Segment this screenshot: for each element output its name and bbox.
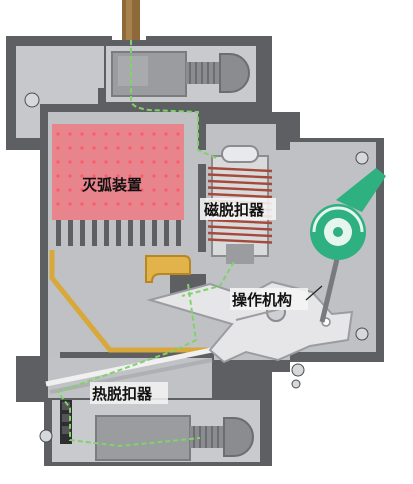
arc-dot (128, 132, 132, 136)
arc-dot (128, 188, 132, 192)
arc-dot (176, 188, 180, 192)
handle-lever (336, 168, 386, 212)
arc-dot (116, 132, 120, 136)
coil-turn (207, 218, 273, 225)
arc-dot (104, 202, 108, 206)
arc-dot (80, 202, 84, 206)
fixed-contact (145, 255, 191, 283)
main-conductor (49, 250, 208, 353)
top-cavity (16, 46, 104, 138)
arc-dot (116, 202, 120, 206)
arc-dot (104, 146, 108, 150)
arc-dot (176, 160, 180, 164)
arc-chute-dots (56, 132, 180, 206)
arc-dot (104, 188, 108, 192)
arc-dot (128, 174, 132, 178)
arc-dot (164, 160, 168, 164)
bottom-terminal-block (95, 415, 191, 461)
arc-dot (68, 174, 72, 178)
mechanism-pointer (305, 285, 323, 301)
arc-dot (80, 132, 84, 136)
arc-dot (164, 202, 168, 206)
arc-dot (176, 132, 180, 136)
arc-dot (152, 174, 156, 178)
arc-dot (140, 174, 144, 178)
mounting-holes (24, 92, 369, 443)
arc-dot (68, 202, 72, 206)
arc-dot (92, 202, 96, 206)
bottom-screw-head (223, 417, 254, 457)
arc-dot (116, 188, 120, 192)
arc-dot (92, 188, 96, 192)
arc-dot (92, 160, 96, 164)
coil-turn (207, 166, 273, 173)
label-arc-chute: 灭弧装置 (81, 176, 142, 194)
arc-dot (152, 146, 156, 150)
arc-dot (164, 132, 168, 136)
arc-dot (176, 202, 180, 206)
arc-dot (140, 202, 144, 206)
label-operating-mechanism: 操作机构 (232, 291, 292, 309)
arc-dot (104, 160, 108, 164)
arc-chute (52, 124, 184, 220)
arc-dot (80, 188, 84, 192)
coil-turn (207, 173, 273, 179)
arc-dot (176, 174, 180, 178)
arc-dot (56, 174, 60, 178)
arc-dot (176, 146, 180, 150)
arc-dot (56, 188, 60, 192)
arc-dot (140, 188, 144, 192)
coil-turn (207, 225, 273, 231)
arc-dot (56, 132, 60, 136)
arc-dot (92, 146, 96, 150)
arc-dot (140, 146, 144, 150)
arc-chute-plates (56, 220, 181, 246)
label-thermal-trip: 热脱扣器 (92, 385, 153, 403)
coil-turn (207, 231, 273, 238)
arc-dot (68, 132, 72, 136)
arc-dot (128, 202, 132, 206)
label-magnetic-trip: 磁脱扣器 (204, 201, 265, 219)
arc-dot (128, 160, 132, 164)
coil-turn (207, 238, 273, 244)
arc-dot (56, 146, 60, 150)
arc-dot (164, 188, 168, 192)
coil-turn (207, 192, 273, 199)
arc-dot (164, 174, 168, 178)
arc-dot (140, 132, 144, 136)
arc-dot (116, 146, 120, 150)
top-screw-head (219, 53, 250, 93)
arc-dot (56, 202, 60, 206)
arc-dot (152, 188, 156, 192)
arc-dot (116, 174, 120, 178)
arc-dot (152, 132, 156, 136)
arc-dot (128, 146, 132, 150)
arc-dot (68, 188, 72, 192)
arc-dot (116, 160, 120, 164)
arc-dot (140, 160, 144, 164)
arc-dot (68, 146, 72, 150)
arc-dot (56, 160, 60, 164)
arc-dot (80, 146, 84, 150)
coil-turn (207, 186, 273, 192)
arc-dot (68, 160, 72, 164)
arc-dot (104, 174, 108, 178)
arc-dot (80, 174, 84, 178)
arc-dot (164, 146, 168, 150)
current-path (56, 40, 235, 448)
arc-dot (152, 202, 156, 206)
arc-dot (92, 174, 96, 178)
arc-dot (104, 132, 108, 136)
arc-dot (152, 160, 156, 164)
arc-dot (92, 132, 96, 136)
coil-turn (207, 179, 273, 186)
arc-dot (80, 160, 84, 164)
